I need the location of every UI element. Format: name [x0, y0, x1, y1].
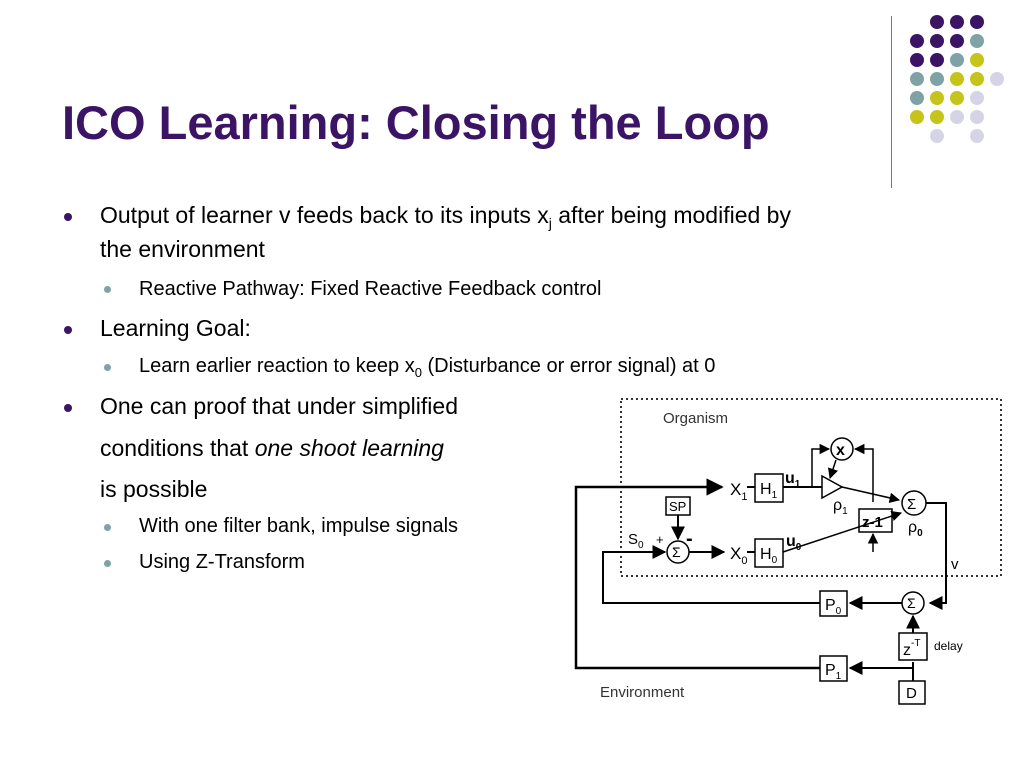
p1-label: P1 [825, 662, 842, 682]
x0-label: X0 [730, 544, 747, 567]
h0-filter-box [754, 538, 784, 568]
bullet-3-line-1: One can proof that under simplified [100, 393, 458, 419]
decorative-dot [930, 53, 944, 67]
h0-label: H0 [760, 546, 778, 566]
bullet-icon [104, 560, 111, 567]
bullet-icon [104, 286, 111, 293]
decorative-dot [970, 72, 984, 86]
x1-label: X1 [730, 480, 747, 503]
v-label: v [951, 556, 959, 573]
decorative-dot [970, 34, 984, 48]
z1-to-multiplier [853, 443, 874, 502]
plus-sign: + [656, 532, 664, 547]
multiplier-node [830, 437, 854, 461]
decorative-dot [910, 34, 924, 48]
decorative-dot-grid [910, 15, 1004, 143]
decorative-dot [970, 91, 984, 105]
s0-label: S0 [628, 531, 644, 551]
bullet-3-line-2: conditions that one shoot learning [100, 435, 444, 461]
bullet-3a: With one filter bank, impulse signals [139, 515, 459, 537]
rho1-label: ρ1 [833, 497, 848, 517]
disturbance-label: D [906, 685, 917, 702]
decorative-dot [930, 110, 944, 124]
decorative-dot [950, 91, 964, 105]
decorative-dot [930, 129, 944, 143]
output-v-line [926, 502, 947, 610]
bullet-1-line-1: Output of learner v feeds back to its in… [100, 202, 791, 231]
delay-box [898, 632, 928, 661]
slide-title: ICO Learning: Closing the Loop [62, 96, 770, 149]
bullet-icon [64, 213, 72, 221]
multiplier-label: x [836, 442, 845, 459]
decorative-dot [910, 91, 924, 105]
rho1-amplifier [821, 474, 844, 500]
decorative-dot [990, 72, 1004, 86]
decorative-dot [950, 34, 964, 48]
environment-label: Environment [600, 684, 685, 701]
decorative-dot [950, 72, 964, 86]
delay-box-label: z-T [903, 638, 920, 659]
bullet-icon [104, 364, 111, 371]
u1-label: u1 [785, 470, 801, 490]
bullet-3b: Using Z-Transform [139, 551, 305, 573]
u1-to-multiplier [811, 443, 831, 487]
p0-box [819, 590, 848, 617]
rho0-label: ρ0 [908, 519, 923, 539]
decorative-dot [930, 15, 944, 29]
disturbance-box [898, 680, 926, 705]
minus-sign: - [686, 528, 693, 550]
organism-sum-label: Σ [907, 496, 916, 513]
reactive-sum-label: Σ [672, 544, 681, 560]
bullet-2: Learning Goal: [100, 315, 251, 341]
decorative-dot [950, 53, 964, 67]
p0-label: P0 [825, 597, 842, 617]
p0-loop-line [602, 545, 820, 604]
bullet-2a: Learn earlier reaction to keep x0 (Distu… [139, 355, 716, 380]
decorative-dot [970, 15, 984, 29]
delay-label: delay [934, 639, 963, 653]
decorative-dot [910, 110, 924, 124]
decorative-dot [930, 34, 944, 48]
decorative-dot [930, 72, 944, 86]
bullet-icon [64, 326, 72, 334]
rho1-to-sum [841, 486, 901, 504]
decorative-dot [950, 110, 964, 124]
bullet-1a: Reactive Pathway: Fixed Reactive Feedbac… [139, 278, 602, 300]
h1-label: H1 [760, 481, 778, 501]
organism-label: Organism [663, 410, 728, 427]
bullet-3-line-3: is possible [100, 476, 208, 502]
divider-line [891, 16, 892, 188]
h0-to-sum [782, 510, 902, 553]
decorative-dot [970, 110, 984, 124]
decorative-dot [930, 91, 944, 105]
u0-label: u0 [786, 533, 802, 553]
environment-loop-line [574, 478, 820, 670]
environment-sum-label: Σ [907, 595, 916, 611]
decorative-dot [910, 53, 924, 67]
bullet-icon [64, 404, 72, 412]
multiplier-to-rho1 [828, 459, 838, 479]
bullet-1-line-2: the environment [100, 236, 265, 262]
decorative-dot [970, 129, 984, 143]
decorative-dot [970, 53, 984, 67]
setpoint-label: SP [669, 499, 686, 514]
bullet-icon [104, 524, 111, 531]
p1-box [819, 655, 848, 682]
decorative-dot [950, 15, 964, 29]
decorative-dot [910, 72, 924, 86]
